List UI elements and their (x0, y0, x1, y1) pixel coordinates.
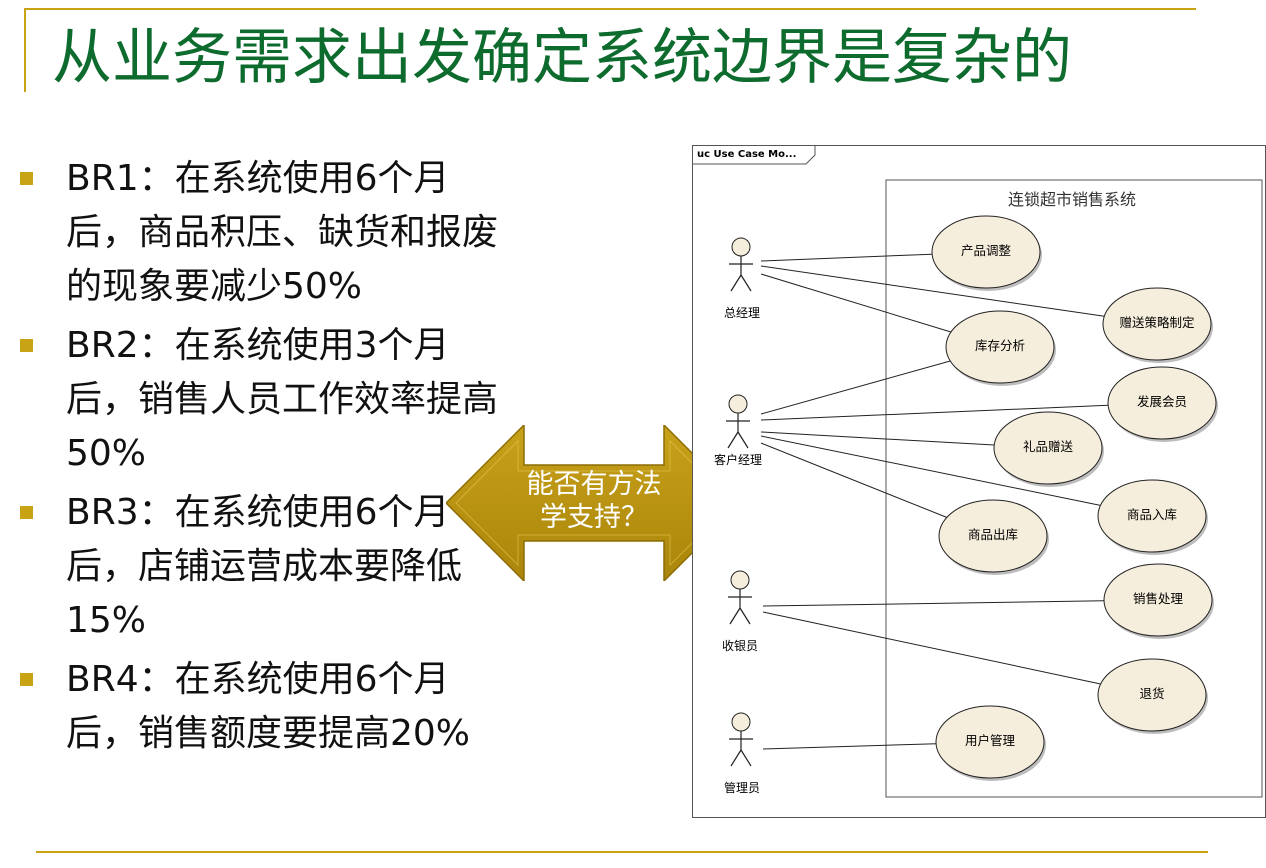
requirement-text: BR3：在系统使用6个月后，店铺运营成本要降低15% (66, 492, 463, 641)
use-case-label: 礼品赠送 (1022, 439, 1073, 454)
association-lines (760, 253, 1109, 750)
system-boundary (885, 179, 1263, 798)
use-case-ellipse (935, 705, 1045, 779)
association-line (760, 273, 952, 333)
requirement-text: BR4：在系统使用6个月后，销售额度要提高20% (66, 659, 471, 754)
arrow-label-line: 学支持？ (540, 502, 648, 533)
double-arrow-icon (446, 425, 742, 581)
requirement-item: BR2：在系统使用3个月后，销售人员工作效率提高50% (20, 319, 510, 481)
use-case-label: 退货 (1139, 686, 1165, 701)
association-line (760, 442, 947, 518)
requirement-item: BR4：在系统使用6个月后，销售额度要提高20% (20, 653, 510, 761)
requirement-item: BR3：在系统使用6个月后，店铺运营成本要降低15% (20, 486, 510, 648)
use-case-label: 库存分析 (974, 338, 1025, 353)
association-line (760, 360, 951, 415)
diagram-canvas (693, 146, 1263, 798)
association-line (760, 435, 1101, 506)
bottom-rule (36, 851, 1208, 853)
actor-figure-icon (729, 237, 753, 292)
actor-figure-icon (728, 570, 752, 625)
use-case-label: 商品入库 (1126, 507, 1177, 522)
actor-label: 管理员 (723, 781, 760, 795)
actor-label: 总经理 (723, 306, 760, 320)
use-case-ellipse (1097, 479, 1207, 553)
requirement-text: BR1：在系统使用6个月后，商品积压、缺货和报废的现象要减少50% (66, 158, 499, 307)
title-left-rule (24, 8, 26, 92)
actor-label: 收银员 (721, 639, 758, 653)
title-top-rule (24, 8, 1196, 10)
association-line (762, 743, 937, 750)
requirement-item: BR1：在系统使用6个月后，商品积压、缺货和报废的现象要减少50% (20, 152, 510, 314)
association-line (760, 253, 933, 262)
arrow-label-line: 能否有方法 (526, 469, 662, 500)
association-line (760, 265, 1105, 317)
use-case-diagram: uc Use Case Mo... 连锁超市销售系统 总经理 客户经理 收银员 … (692, 145, 1266, 818)
use-case-label: 产品调整 (960, 243, 1011, 258)
frame-tab (693, 146, 816, 165)
use-case-ellipses (931, 215, 1218, 781)
association-line (760, 404, 1109, 421)
use-case-ellipse (931, 215, 1041, 289)
square-bullet-icon (20, 673, 33, 686)
actor-figures (726, 237, 753, 767)
arrow-question: 能否有方法 学支持？ (496, 468, 692, 534)
association-line (760, 431, 995, 446)
use-case-ellipse (945, 310, 1055, 384)
use-case-ellipse (1097, 658, 1207, 732)
use-case-ellipse (938, 499, 1048, 573)
actor-figure-icon (726, 394, 750, 449)
square-bullet-icon (20, 339, 33, 352)
use-case-ellipse (1102, 287, 1212, 361)
system-name: 连锁超市销售系统 (1007, 190, 1136, 209)
actor-label: 客户经理 (713, 453, 762, 467)
use-case-label: 发展会员 (1136, 394, 1187, 409)
frame-label: uc Use Case Mo... (697, 149, 797, 160)
use-case-ellipse (1107, 366, 1217, 440)
actor-figure-icon (729, 712, 753, 767)
association-line (762, 600, 1105, 607)
use-case-label: 商品出库 (967, 527, 1018, 542)
square-bullet-icon (20, 506, 33, 519)
use-case-label: 销售处理 (1132, 591, 1183, 606)
square-bullet-icon (20, 172, 33, 185)
requirements-list: BR1：在系统使用6个月后，商品积压、缺货和报废的现象要减少50% BR2：在系… (20, 152, 510, 766)
use-case-label: 用户管理 (964, 733, 1015, 748)
association-line (762, 611, 1101, 685)
use-case-ellipse (1103, 563, 1213, 637)
requirement-text: BR2：在系统使用3个月后，销售人员工作效率提高50% (66, 325, 499, 474)
slide-title: 从业务需求出发确定系统边界是复杂的 (52, 23, 1072, 93)
use-case-ellipse (993, 411, 1103, 485)
use-case-label: 赠送策略制定 (1119, 315, 1195, 330)
